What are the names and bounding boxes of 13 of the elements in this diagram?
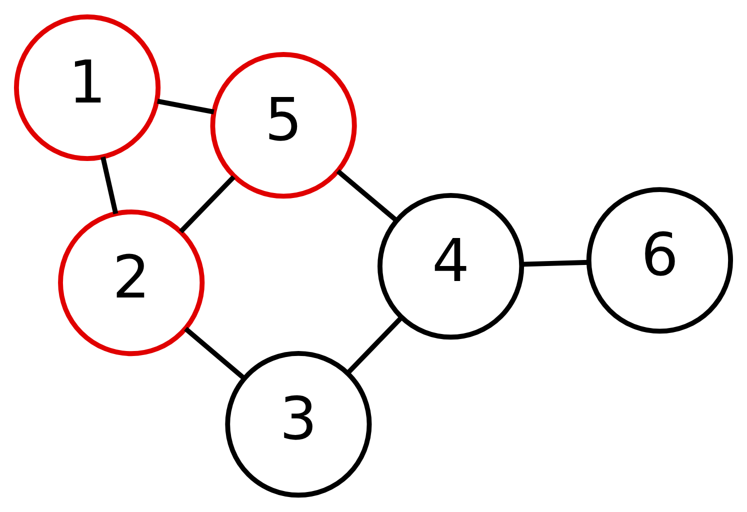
node-circle: 6 [586,187,734,334]
connector [346,316,403,375]
node-circle: 3 [225,351,372,498]
node-circle: 4 [378,193,524,340]
connector [336,169,398,222]
connector [100,156,118,214]
connector [184,326,246,380]
connector [157,98,214,114]
node-circle: 1 [14,14,161,161]
node-circle: 5 [210,52,357,199]
connector [522,260,588,267]
connector [178,175,236,234]
node-circle: 2 [58,209,205,356]
